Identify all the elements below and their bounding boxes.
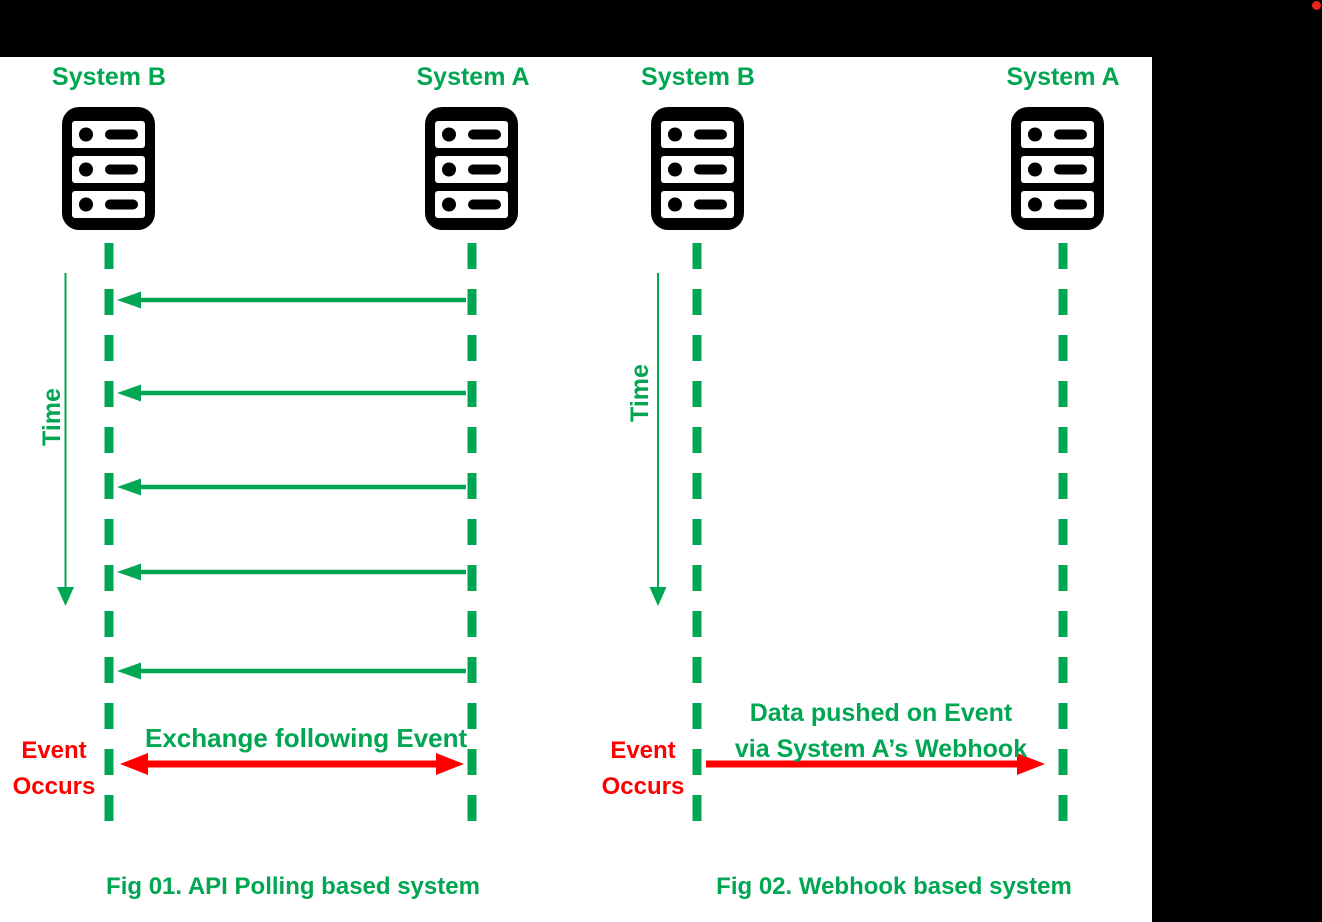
fig2-time-label: Time xyxy=(626,364,654,422)
polling-arrow-1 xyxy=(117,291,466,309)
fig1-exchange-label: Exchange following Event xyxy=(145,723,468,753)
fig2-push-label: Data pushed on Event via System A’s Webh… xyxy=(734,699,1028,763)
fig2-system-a-label: System A xyxy=(1006,63,1120,91)
polling-arrow-5 xyxy=(117,662,466,680)
fig2-caption: Fig 02. Webhook based system xyxy=(716,873,1072,900)
fig1-caption: Fig 01. API Polling based system xyxy=(106,873,480,900)
fig1-system-b-label: System B xyxy=(52,63,166,91)
red-record-dot-icon xyxy=(1312,1,1321,10)
diagram-graphics xyxy=(57,107,1104,822)
fig2-system-b-label: System B xyxy=(641,63,755,91)
whiteboard: System B System A Time Event Occurs Exch… xyxy=(0,57,1152,922)
server-icon-fig2-system-a xyxy=(1011,107,1104,230)
event-exchange-arrow xyxy=(120,753,464,775)
fig1-time-label: Time xyxy=(38,388,66,446)
server-icon-fig2-system-b xyxy=(651,107,744,230)
polling-arrow-2 xyxy=(117,384,466,402)
time-axis-arrow-fig1 xyxy=(57,273,74,606)
fig1-system-a-label: System A xyxy=(416,63,530,91)
webhook-push-arrow xyxy=(706,753,1045,775)
polling-arrow-4 xyxy=(117,563,466,581)
fig2-event-occurs-label: Event Occurs xyxy=(601,737,685,800)
server-icon-fig1-system-b xyxy=(62,107,155,230)
server-icon-fig1-system-a xyxy=(425,107,518,230)
polling-arrow-3 xyxy=(117,478,466,496)
time-axis-arrow-fig2 xyxy=(649,273,667,606)
fig1-event-occurs-label: Event Occurs xyxy=(12,737,96,800)
